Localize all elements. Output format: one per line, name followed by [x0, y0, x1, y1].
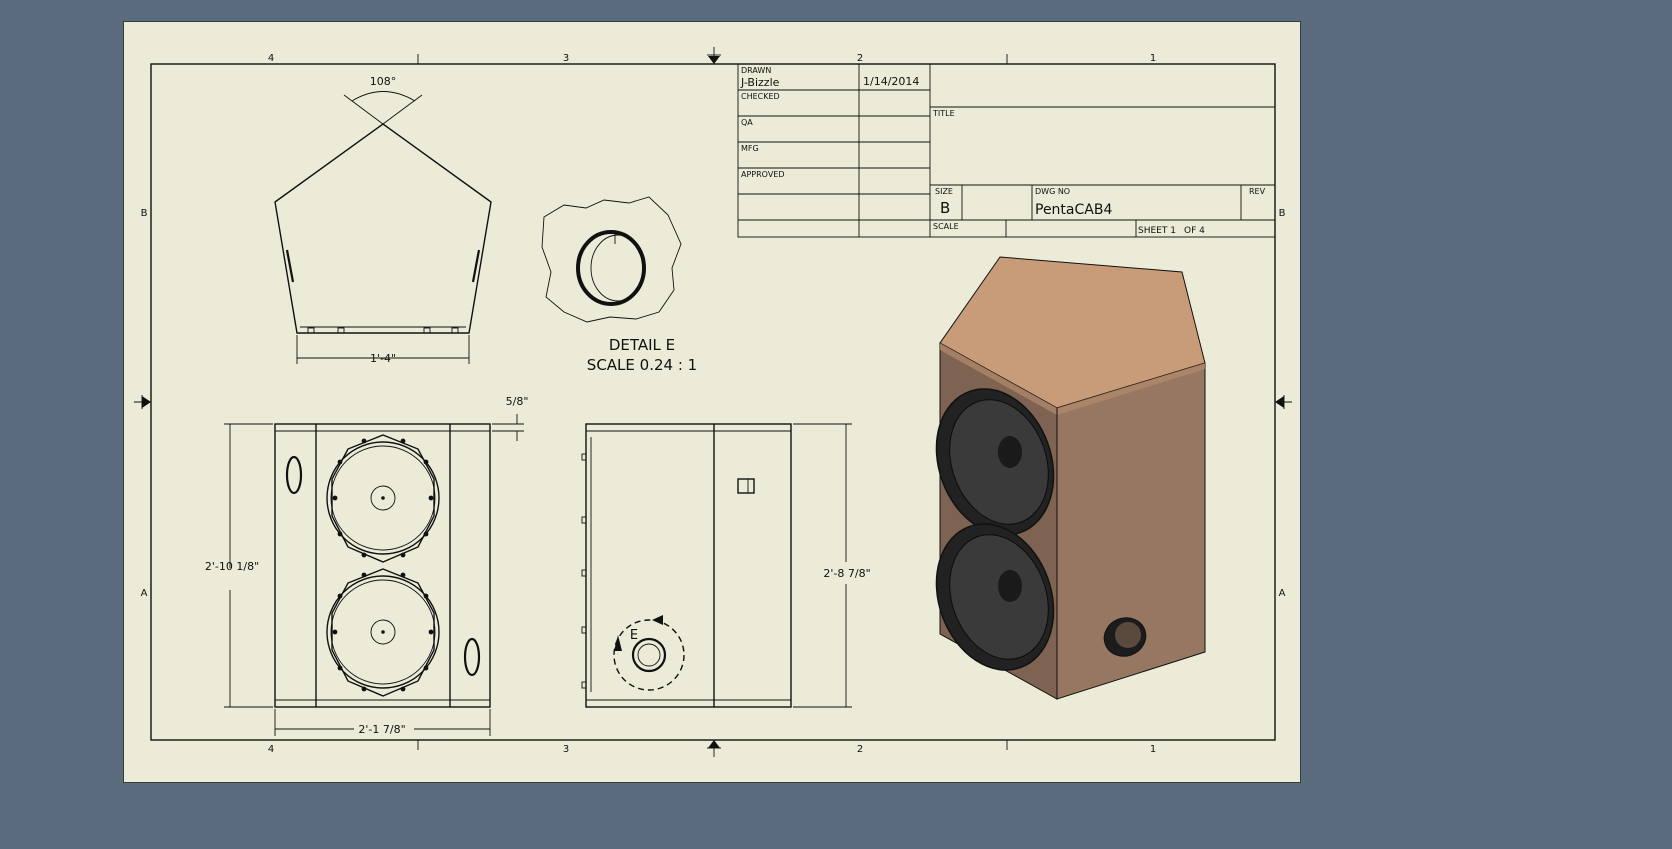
center-mark-left	[134, 395, 151, 409]
side-height-dimension: 2'-8 7/8"	[823, 567, 870, 580]
drawing-canvas[interactable]: 4 3 2 1 4 3 2 1 B A B A	[124, 22, 1300, 782]
zone-right-a: A	[1279, 588, 1286, 599]
sheet-of: OF 4	[1184, 226, 1205, 236]
rev-label: REV	[1249, 187, 1266, 196]
drawing-sheet: 4 3 2 1 4 3 2 1 B A B A	[123, 21, 1301, 783]
angle-dimension: 108°	[370, 75, 397, 88]
detail-e-view[interactable]	[541, 196, 682, 323]
size-value: B	[940, 199, 950, 217]
center-mark-top	[707, 47, 721, 64]
detail-title: DETAIL E	[609, 336, 675, 354]
scale-label: SCALE	[933, 222, 959, 231]
zone-bottom-2: 2	[857, 744, 863, 755]
drawn-date: 1/14/2014	[863, 75, 919, 88]
zone-right-b: B	[1279, 208, 1286, 219]
front-width-dimension: 2'-1 7/8"	[358, 723, 405, 736]
isometric-cabinet-view[interactable]	[917, 256, 1206, 700]
zone-top-1: 1	[1150, 53, 1156, 64]
qa-label: QA	[741, 118, 753, 127]
side-view[interactable]	[581, 423, 852, 708]
checked-label: CHECKED	[741, 92, 780, 101]
dwg-no-label: DWG NO	[1035, 187, 1070, 196]
mfg-label: MFG	[741, 144, 759, 153]
center-mark-bottom	[707, 740, 721, 757]
title-block	[737, 63, 1276, 238]
top-view[interactable]	[274, 91, 492, 365]
top-width-dimension: 1'-4"	[370, 352, 396, 365]
detail-scale: SCALE 0.24 : 1	[587, 356, 697, 374]
front-height-dimension: 2'-10 1/8"	[205, 560, 259, 573]
zone-bottom-3: 3	[563, 744, 569, 755]
dwg-no-value: PentaCAB4	[1035, 202, 1112, 218]
detail-callout-label: E	[630, 628, 638, 643]
zone-top-4: 4	[268, 53, 274, 64]
inset-dimension: 5/8"	[506, 395, 529, 408]
drawn-label: DRAWN	[741, 66, 771, 75]
approved-label: APPROVED	[741, 170, 785, 179]
sheet-label: SHEET 1	[1138, 226, 1176, 236]
front-view[interactable]	[224, 414, 524, 736]
zone-left-a: A	[141, 588, 148, 599]
zone-bottom-1: 1	[1150, 744, 1156, 755]
center-mark-right	[1275, 395, 1292, 409]
zone-left-b: B	[141, 208, 148, 219]
title-label: TITLE	[932, 109, 955, 118]
zone-top-3: 3	[563, 53, 569, 64]
zone-top-2: 2	[857, 53, 863, 64]
size-label: SIZE	[935, 187, 953, 196]
drawn-by: J-Bizzle	[740, 76, 780, 89]
zone-bottom-4: 4	[268, 744, 274, 755]
